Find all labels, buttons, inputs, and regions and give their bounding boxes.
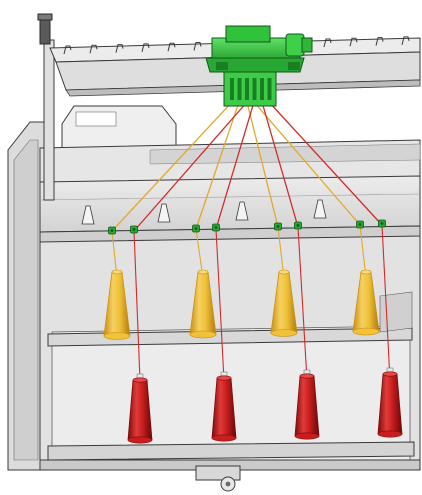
yarn-guide-icon	[130, 225, 138, 234]
support-mast	[43, 39, 55, 201]
yarn-guide-rail	[39, 225, 421, 243]
rail-hook	[115, 44, 124, 53]
yarn-guide-icon	[378, 219, 386, 228]
carrier-ribs	[230, 78, 272, 100]
carriage-icon	[205, 25, 313, 107]
red-yarn-drop	[381, 224, 391, 381]
yarn-guide-icon	[294, 221, 302, 230]
yellow-yarn-thread	[246, 101, 279, 228]
yellow-yarn-cone-icon	[352, 269, 380, 336]
tension-posts	[81, 199, 327, 225]
yellow-yarn-drop	[359, 224, 367, 279]
yellow-yarn-cone-icon	[189, 269, 217, 339]
red-yarn-cone-icon	[377, 367, 403, 438]
red-yarn-thread	[261, 101, 299, 228]
red-yarn-drop	[215, 228, 225, 381]
rail-hook	[63, 45, 72, 55]
rail-hook	[323, 38, 332, 48]
carrier-feeder	[260, 78, 264, 100]
red-yarn-drop	[133, 230, 141, 381]
yarn-guide-icon	[356, 220, 364, 229]
yarn-guides	[108, 219, 386, 235]
rail-hook	[167, 42, 176, 52]
red-yarn-cone-icon	[211, 371, 237, 442]
red-yarn-thread	[215, 101, 255, 230]
rail-hook	[349, 37, 358, 47]
carrier-feeder	[267, 78, 272, 100]
carrier-feeder	[230, 78, 234, 100]
red-yarn-thread	[268, 101, 383, 226]
rail-hook	[401, 36, 410, 46]
yellow-yarn-thread	[253, 101, 361, 226]
yellow-yarn-cone-icon	[270, 269, 298, 337]
yarn-guide-icon	[212, 223, 220, 232]
yellow-yarn-thread	[195, 101, 240, 230]
red-spools	[127, 367, 403, 444]
yellow-spools	[103, 269, 380, 340]
rail-hook	[375, 37, 384, 46]
yarn-guide-icon	[274, 222, 282, 231]
yarn-guide-icon	[108, 226, 116, 235]
red-yarn-thread	[133, 101, 248, 232]
red-yarn-cone-icon	[294, 369, 320, 440]
carrier-feeder	[237, 78, 242, 100]
base-bracket	[195, 465, 241, 492]
yarn-guide-icon	[192, 224, 200, 233]
carrier-feeder	[252, 78, 257, 100]
red-yarn-cone-icon	[127, 373, 153, 444]
spool-shelf-lower	[47, 441, 415, 461]
rail-hook	[193, 42, 202, 51]
rail-hook	[141, 43, 150, 53]
yellow-yarn-drop	[277, 226, 285, 279]
rail-hook	[89, 44, 98, 54]
yarn-threads	[111, 101, 391, 381]
red-yarn-drop	[297, 226, 308, 381]
yellow-yarn-cone-icon	[103, 269, 131, 340]
carrier-feeder	[245, 78, 249, 100]
yellow-yarn-thread	[111, 101, 233, 232]
